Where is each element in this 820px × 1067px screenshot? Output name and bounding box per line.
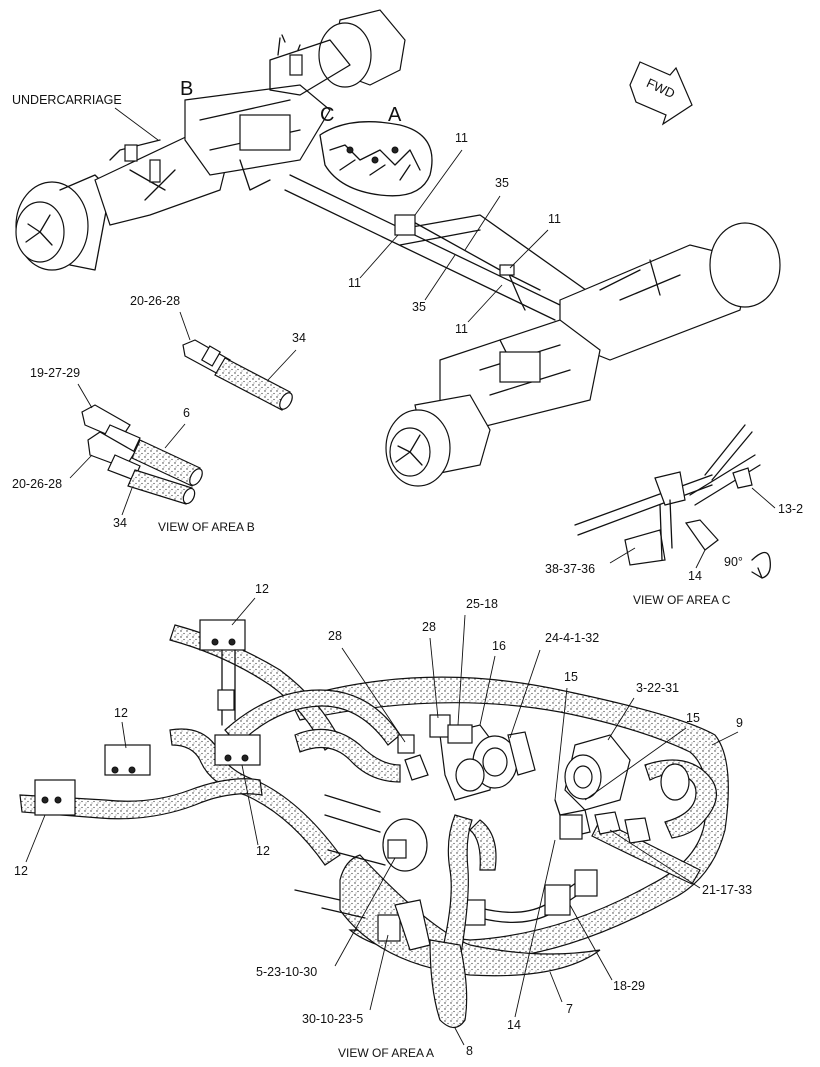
filter-3-22-31 bbox=[564, 734, 631, 811]
area-letter-a: A bbox=[388, 104, 402, 126]
callout-35: 35 bbox=[495, 176, 509, 190]
callout-9: 9 bbox=[736, 716, 743, 730]
callout-18-29: 18-29 bbox=[613, 979, 645, 993]
callout-7: 7 bbox=[566, 1002, 573, 1016]
front-wheel-hub bbox=[385, 394, 491, 487]
callout-19-27-29: 19-27-29 bbox=[30, 366, 80, 380]
undercarriage-overview: FWD UNDERCARRIAGE B C A 11 35 11 11 35 1… bbox=[12, 9, 781, 487]
area-letter-b: B bbox=[180, 78, 193, 100]
callout-12-left: 12 bbox=[14, 864, 28, 878]
callout-8: 8 bbox=[466, 1044, 473, 1058]
rear-axle-housing bbox=[94, 84, 331, 226]
fwd-arrow: FWD bbox=[629, 61, 693, 126]
hose-upper-right bbox=[644, 759, 718, 839]
valve-block bbox=[397, 714, 536, 801]
elbow-14 bbox=[554, 799, 583, 840]
area-a-harness bbox=[319, 121, 433, 197]
callout-20-26-28: 20-26-28 bbox=[130, 294, 180, 308]
hose-7 bbox=[339, 854, 601, 977]
clamp-12-left bbox=[34, 779, 76, 816]
hose-34-upper bbox=[214, 357, 293, 411]
callout-30-10-23-5: 30-10-23-5 bbox=[302, 1012, 363, 1026]
angle-90: 90° bbox=[724, 555, 743, 569]
hose-diagonal bbox=[224, 689, 401, 746]
view-a-caption: VIEW OF AREA A bbox=[338, 1046, 434, 1060]
rear-wheel-hub-left bbox=[15, 174, 111, 271]
callout-12-center: 12 bbox=[256, 844, 270, 858]
fitting-20-26-28-lower bbox=[87, 431, 141, 481]
callout-14: 14 bbox=[507, 1018, 521, 1032]
hose-center-curl bbox=[294, 728, 401, 783]
top-wheel-hub bbox=[269, 9, 406, 96]
callout-12-top: 12 bbox=[255, 582, 269, 596]
callout-6: 6 bbox=[183, 406, 190, 420]
mounting-bolts bbox=[294, 794, 386, 919]
callout-11: 11 bbox=[348, 276, 361, 290]
hose-34-lower bbox=[127, 469, 196, 505]
clamp-12-top bbox=[199, 619, 246, 726]
hose-lower-left bbox=[19, 778, 263, 820]
fitting-5-23-10-30 bbox=[382, 818, 428, 872]
pipe-8 bbox=[429, 939, 468, 1029]
callout-28-a: 28 bbox=[328, 629, 342, 643]
callout-38-37-36: 38-37-36 bbox=[545, 562, 595, 576]
callout-34: 34 bbox=[113, 516, 127, 530]
callout-20-26-28: 20-26-28 bbox=[12, 477, 62, 491]
view-b-caption: VIEW OF AREA B bbox=[158, 520, 255, 534]
callout-5-23-10-30: 5-23-10-30 bbox=[256, 965, 317, 979]
undercarriage-label: UNDERCARRIAGE bbox=[12, 93, 122, 107]
callout-11: 11 bbox=[455, 322, 468, 336]
callout-15-right: 15 bbox=[686, 711, 700, 725]
clamp-12-center bbox=[214, 734, 261, 766]
frame-rail bbox=[284, 174, 601, 321]
callout-25-18: 25-18 bbox=[466, 597, 498, 611]
front-axle-housing bbox=[439, 222, 781, 431]
callout-11: 11 bbox=[455, 131, 468, 145]
hose-6 bbox=[131, 439, 203, 487]
pipe-center bbox=[439, 814, 497, 961]
view-c-caption: VIEW OF AREA C bbox=[633, 593, 731, 607]
callout-12-mid: 12 bbox=[114, 706, 128, 720]
view-area-c: 13-2 38-37-36 14 90° VIEW OF AREA C bbox=[545, 424, 803, 607]
callout-28-b: 28 bbox=[422, 620, 436, 634]
callout-15-upper: 15 bbox=[564, 670, 578, 684]
tube-18-29 bbox=[464, 869, 598, 926]
clamp-12-mid bbox=[104, 744, 151, 776]
callout-34: 34 bbox=[292, 331, 306, 345]
callout-11: 11 bbox=[548, 212, 561, 226]
view-area-a: 12 12 12 12 28 28 25-18 16 24-4-1-32 15 … bbox=[14, 582, 752, 1060]
callout-14: 14 bbox=[688, 569, 702, 583]
view-area-b: 20-26-28 34 19-27-29 6 20-26-28 34 VIEW … bbox=[12, 294, 306, 534]
callout-3-22-31: 3-22-31 bbox=[636, 681, 679, 695]
callout-35: 35 bbox=[412, 300, 426, 314]
callout-24-4-1-32: 24-4-1-32 bbox=[545, 631, 599, 645]
callout-21-17-33: 21-17-33 bbox=[702, 883, 752, 897]
callout-16: 16 bbox=[492, 639, 506, 653]
area-letter-c: C bbox=[320, 104, 334, 126]
callout-13-2: 13-2 bbox=[778, 502, 803, 516]
